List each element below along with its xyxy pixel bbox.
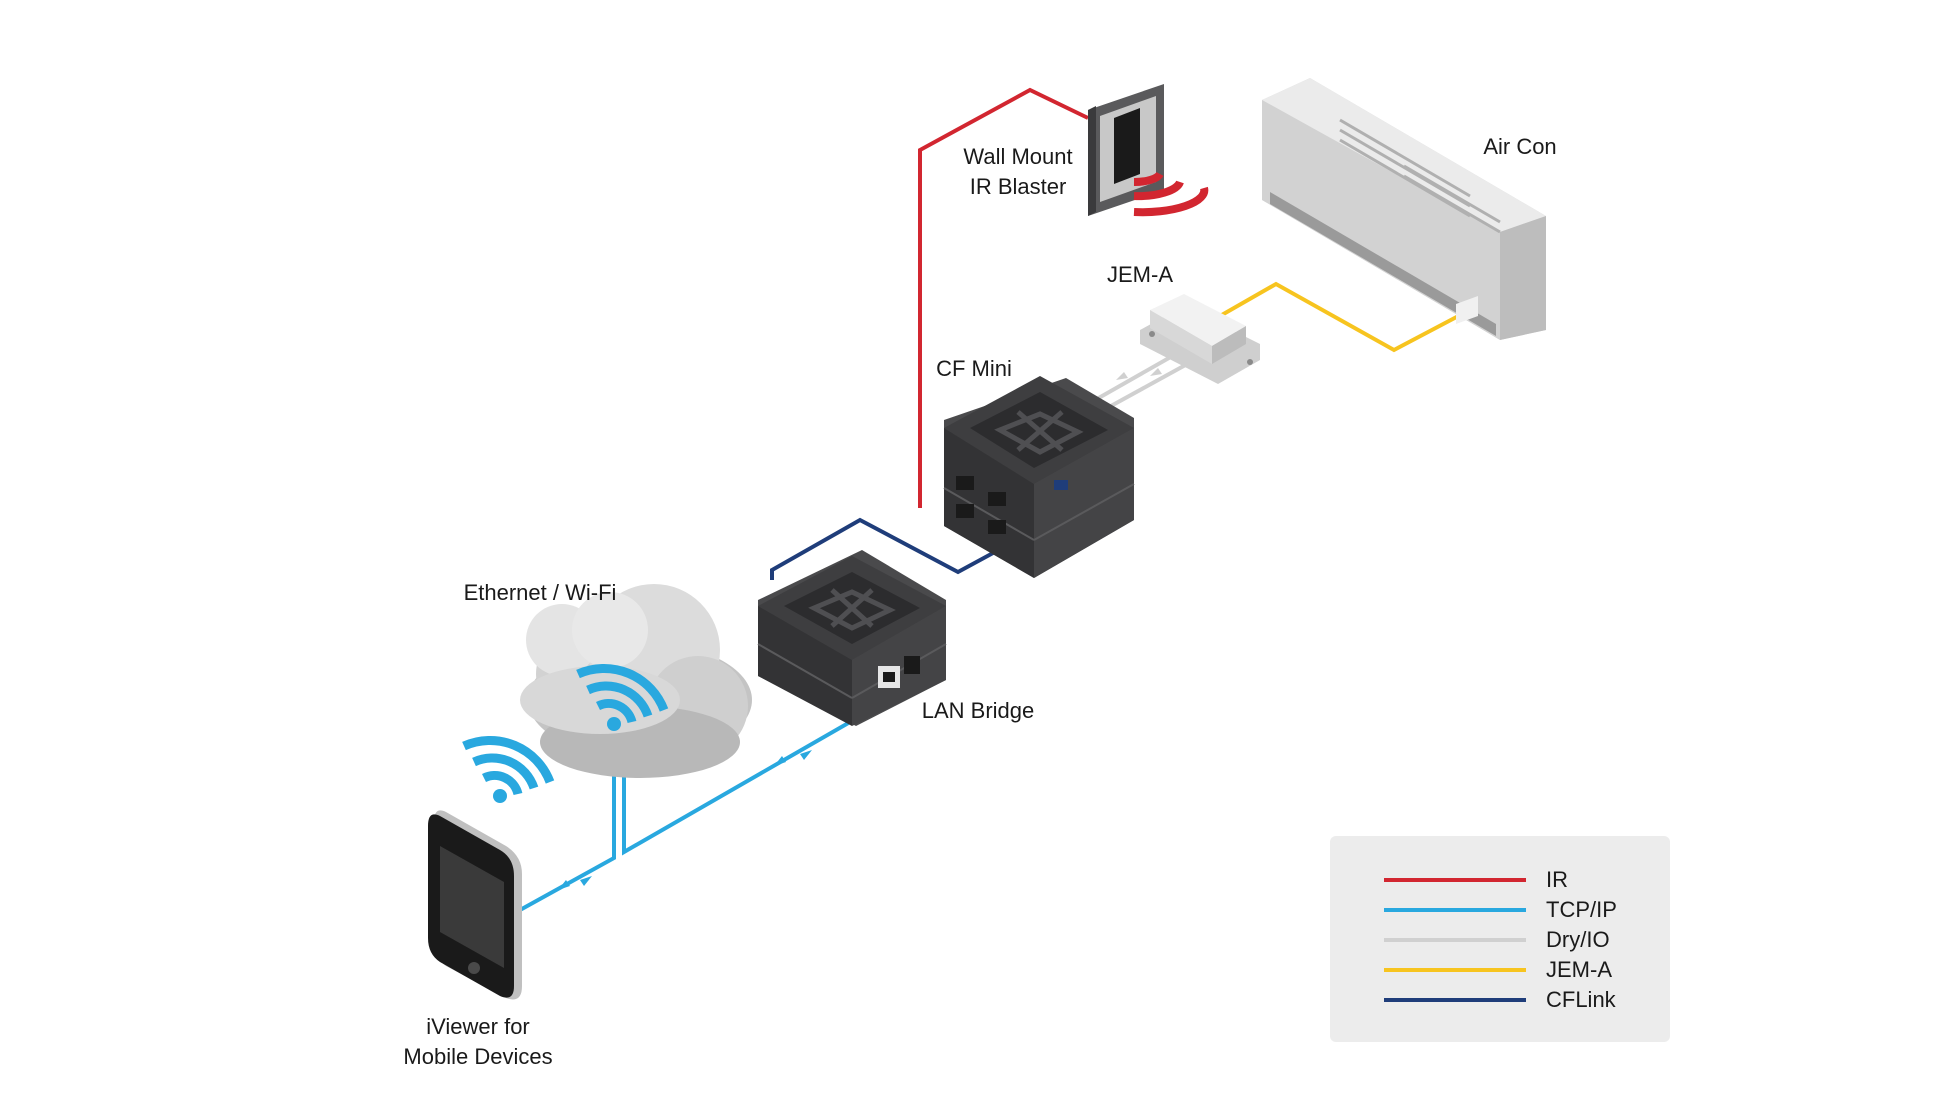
- legend-label: Dry/IO: [1546, 927, 1610, 952]
- wifi-icon: [462, 735, 555, 803]
- dryio-arrow-2: [1150, 368, 1162, 376]
- tcpip-line-phone-cloud: [519, 752, 616, 912]
- jem-a-module-icon: [1140, 294, 1260, 384]
- wall-mount-label: Wall Mount: [963, 144, 1072, 169]
- jema-line: [1219, 281, 1467, 353]
- iviewer-label: iViewer for: [426, 1014, 530, 1039]
- smartphone-icon: [428, 810, 522, 1000]
- tcpip-arrow-1: [774, 756, 786, 766]
- ir-blaster-label: IR Blaster: [970, 174, 1067, 199]
- legend-label: CFLink: [1546, 987, 1617, 1012]
- legend-label: IR: [1546, 867, 1568, 892]
- cf-mini-icon: [943, 376, 1135, 578]
- legend-label: TCP/IP: [1546, 897, 1617, 922]
- legend-label: JEM-A: [1546, 957, 1612, 982]
- mobile-devices-label: Mobile Devices: [403, 1044, 552, 1069]
- legend: IR TCP/IP Dry/IO JEM-A CFLink: [1330, 836, 1670, 1042]
- jem-a-label: JEM-A: [1107, 262, 1173, 287]
- air-con-label: Air Con: [1483, 134, 1556, 159]
- ethernet-wifi-label: Ethernet / Wi-Fi: [464, 580, 617, 605]
- ir-blaster-icon: [1088, 84, 1209, 217]
- lan-bridge-icon: [757, 550, 947, 726]
- cf-mini-label: CF Mini: [936, 356, 1012, 381]
- ir-line: [918, 87, 1089, 508]
- dryio-arrow-1: [1116, 372, 1128, 380]
- lan-bridge-label: LAN Bridge: [922, 698, 1035, 723]
- tcpip-arrow-2: [800, 750, 812, 760]
- tcpip-arrow-4: [580, 876, 592, 886]
- air-conditioner-icon: [1262, 78, 1546, 340]
- tcpip-arrow-3: [558, 880, 570, 890]
- wifi-icon: [576, 663, 669, 731]
